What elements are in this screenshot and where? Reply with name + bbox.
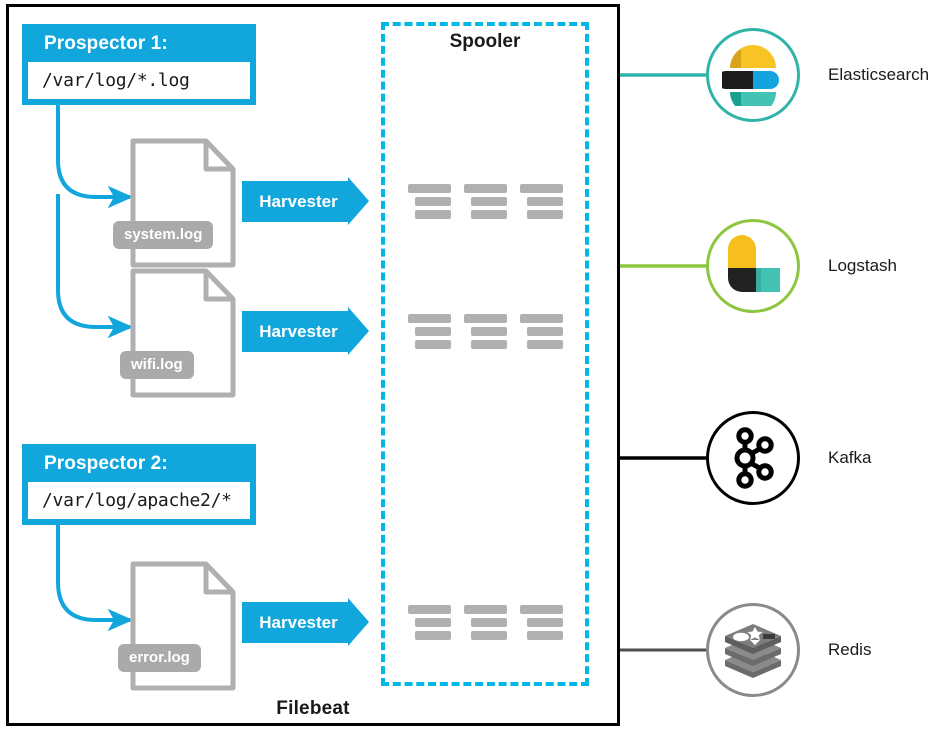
spooler-doc-3-1 xyxy=(408,605,451,644)
spooler-bar xyxy=(527,210,563,219)
spooler-bar xyxy=(471,631,507,640)
harvester-label-1: Harvester xyxy=(259,191,338,211)
logstash-label: Logstash xyxy=(828,256,897,275)
spooler-bar xyxy=(415,340,451,349)
redis-label: Redis xyxy=(828,640,872,659)
prospector-1-title: Prospector 1: xyxy=(44,33,168,54)
harvester-arrow-1[interactable]: Harvester xyxy=(242,177,369,225)
spooler-container xyxy=(381,22,589,686)
spooler-bar xyxy=(527,618,563,627)
logstash-logo xyxy=(706,219,800,313)
spooler-title: Spooler xyxy=(449,31,521,52)
spooler-bar xyxy=(471,618,507,627)
harvester-label-3: Harvester xyxy=(259,612,338,632)
spooler-bar xyxy=(471,210,507,219)
spooler-bar xyxy=(520,314,563,323)
prospector-1-card[interactable]: Prospector 1: /var/log/*.log xyxy=(22,24,256,105)
spooler-doc-3-2 xyxy=(464,605,507,644)
log-file-system-label: system.log xyxy=(113,221,214,249)
prospector-1-path: /var/log/*.log xyxy=(28,62,250,99)
spooler-bar xyxy=(415,210,451,219)
spooler-bar xyxy=(464,314,507,323)
log-file-error-label: error.log xyxy=(118,644,201,672)
spooler-bar xyxy=(527,327,563,336)
elasticsearch-label: Elasticsearch xyxy=(828,65,930,84)
spooler-doc-2-2 xyxy=(464,314,507,353)
spooler-bar xyxy=(415,631,451,640)
spooler-bar xyxy=(415,327,451,336)
output-redis[interactable]: Redis xyxy=(706,603,940,707)
spooler-doc-1-2 xyxy=(464,184,507,223)
harvester-arrow-head xyxy=(348,177,369,225)
elasticsearch-logo xyxy=(706,28,800,122)
spooler-bar xyxy=(408,605,451,614)
prospector-2-path: /var/log/apache2/* xyxy=(28,482,250,519)
spooler-bar xyxy=(471,327,507,336)
spooler-bar xyxy=(520,605,563,614)
output-elasticsearch[interactable]: Elasticsearch xyxy=(706,28,940,132)
prospector-2-card[interactable]: Prospector 2: /var/log/apache2/* xyxy=(22,444,256,525)
spooler-bar xyxy=(408,314,451,323)
spooler-bar xyxy=(464,184,507,193)
harvester-label-2: Harvester xyxy=(259,321,338,341)
spooler-doc-3-3 xyxy=(520,605,563,644)
harvester-arrow-head xyxy=(348,307,369,355)
prospector1-branch-system xyxy=(56,94,134,209)
redis-logo xyxy=(706,603,800,697)
spooler-bar xyxy=(471,340,507,349)
harvester-arrow-3[interactable]: Harvester xyxy=(242,598,369,646)
prospector1-branch-wifi xyxy=(56,194,134,339)
spooler-bar xyxy=(408,184,451,193)
spooler-bar xyxy=(527,631,563,640)
prospector-2-title: Prospector 2: xyxy=(44,453,168,474)
harvester-arrow-body xyxy=(242,181,349,222)
spooler-bar xyxy=(471,197,507,206)
spooler-doc-1-1 xyxy=(408,184,451,223)
spooler-bar xyxy=(527,340,563,349)
kafka-label: Kafka xyxy=(828,448,872,467)
spooler-doc-2-1 xyxy=(408,314,451,353)
spooler-doc-2-3 xyxy=(520,314,563,353)
log-file-wifi-label: wifi.log xyxy=(120,351,194,379)
harvester-arrow-2[interactable]: Harvester xyxy=(242,307,369,355)
filebeat-label: Filebeat xyxy=(276,698,350,719)
spooler-bar xyxy=(415,197,451,206)
spooler-bar xyxy=(527,197,563,206)
spooler-bar xyxy=(520,184,563,193)
kafka-logo xyxy=(706,411,800,505)
harvester-arrow-body xyxy=(242,602,349,643)
spooler-bar xyxy=(464,605,507,614)
spooler-bar xyxy=(415,618,451,627)
harvester-arrow-head xyxy=(348,598,369,646)
harvester-arrow-body xyxy=(242,311,349,352)
prospector2-branch-error xyxy=(56,514,134,632)
spooler-doc-1-3 xyxy=(520,184,563,223)
output-logstash[interactable]: Logstash xyxy=(706,219,940,323)
output-kafka[interactable]: Kafka xyxy=(706,411,940,515)
